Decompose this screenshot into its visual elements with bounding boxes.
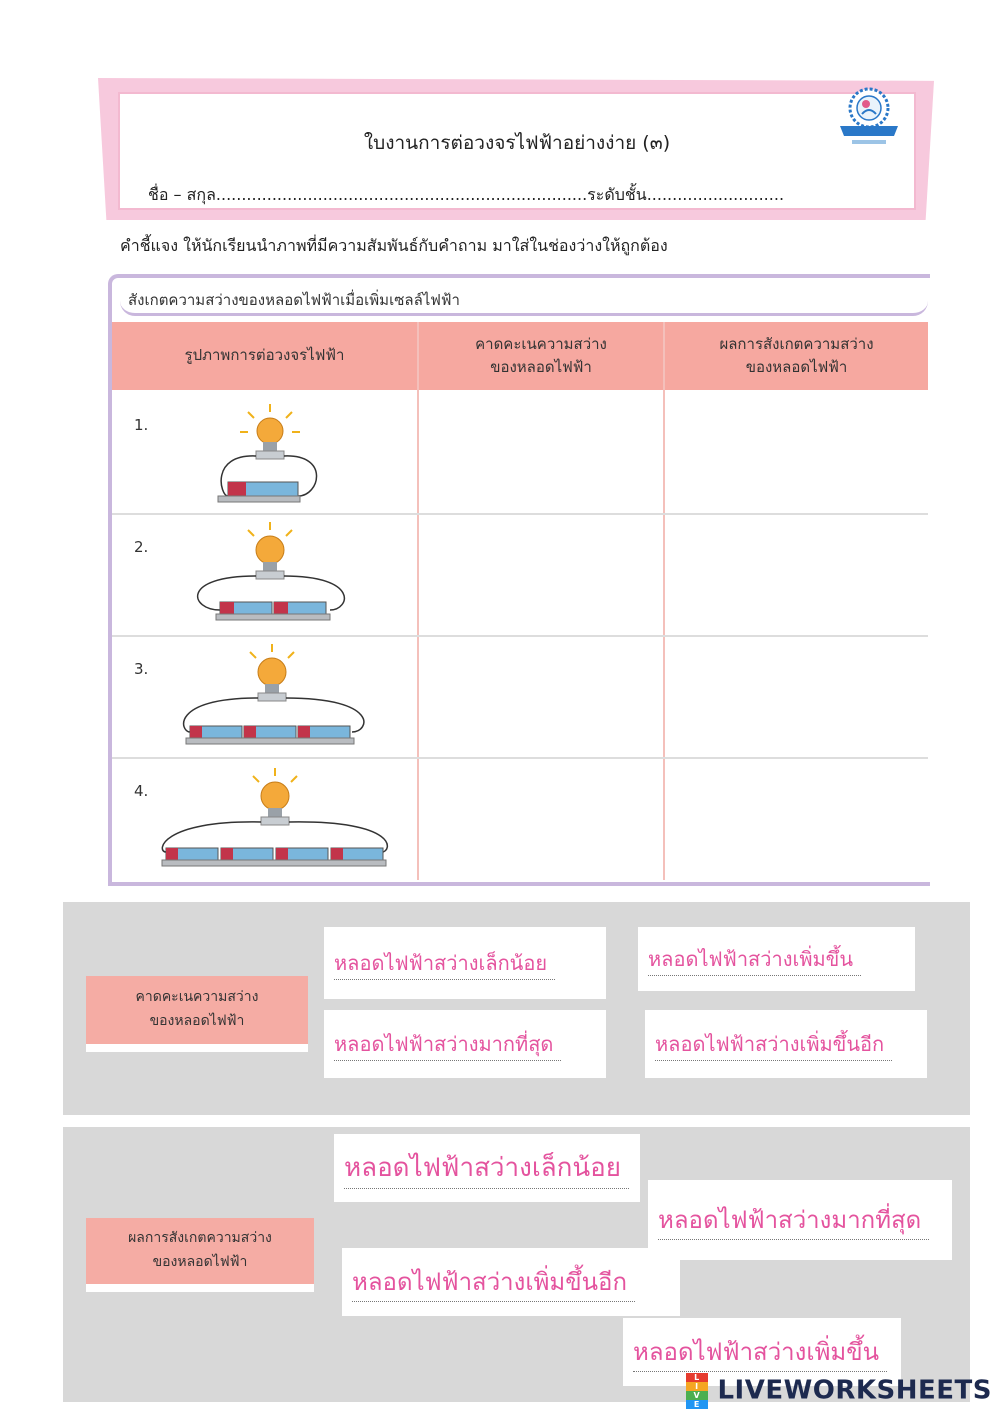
row-number: 1. — [134, 416, 149, 434]
header-box — [118, 92, 916, 210]
column-header-circuit-image: รูปภาพการต่อวงจรไฟฟ้า — [112, 322, 417, 390]
prediction-zone-label: คาดคะเนความสว่าง ของหลอดไฟฟ้า — [86, 976, 308, 1052]
activity-title: สังเกตความสว่างของหลอดไฟฟ้าเมื่อเพิ่มเซล… — [120, 286, 928, 316]
name-and-grade-line: ชื่อ – สกุล.............................… — [148, 185, 785, 204]
school-logo-icon — [840, 87, 898, 144]
instruction-text: คำชี้แจง ให้นักเรียนนำภาพที่มีความสัมพัน… — [120, 236, 668, 255]
observation-zone-label: ผลการสังเกตความสว่าง ของหลอดไฟฟ้า — [86, 1218, 314, 1292]
row-number: 4. — [134, 782, 149, 800]
column-header-observation: ผลการสังเกตความสว่าง ของหลอดไฟฟ้า — [665, 322, 928, 390]
observation-card-even-brighter[interactable]: หลอดไฟฟ้าสว่างเพิ่มขึ้นอีก — [342, 1248, 680, 1316]
prediction-answer-slot-1[interactable] — [421, 393, 661, 511]
observation-answer-slot-4[interactable] — [667, 761, 927, 877]
light-bulb-icon — [240, 404, 300, 460]
prediction-card-brighter[interactable]: หลอดไฟฟ้าสว่างเพิ่มขึ้น — [638, 927, 915, 991]
prediction-card-brightest[interactable]: หลอดไฟฟ้าสว่างมากที่สุด — [324, 1010, 606, 1078]
observation-card-slightly-bright[interactable]: หลอดไฟฟ้าสว่างเล็กน้อย — [334, 1134, 640, 1202]
light-bulb-icon — [247, 522, 293, 580]
observation-card-brighter[interactable]: หลอดไฟฟ้าสว่างเพิ่มขึ้น — [623, 1318, 901, 1386]
light-bulb-icon — [252, 768, 298, 826]
observation-card-brightest[interactable]: หลอดไฟฟ้าสว่างมากที่สุด — [648, 1180, 952, 1260]
observation-answer-slot-1[interactable] — [667, 393, 927, 511]
circuit-four-cells-image — [161, 768, 389, 867]
circuit-one-cell-image — [217, 404, 318, 503]
column-header-prediction: คาดคะเนความสว่าง ของหลอดไฟฟ้า — [419, 322, 663, 390]
column-divider — [417, 322, 419, 880]
row-divider — [112, 757, 928, 759]
column-divider — [663, 322, 665, 880]
row-number: 3. — [134, 660, 149, 678]
prediction-answer-slot-4[interactable] — [421, 761, 661, 877]
row-divider — [112, 513, 928, 515]
circuit-two-cells-image — [196, 522, 346, 621]
row-divider — [112, 635, 928, 637]
worksheet-title: ใบงานการต่อวงจรไฟฟ้าอย่างง่าย (๓) — [363, 132, 671, 154]
prediction-answer-slot-3[interactable] — [421, 639, 661, 755]
prediction-card-even-brighter[interactable]: หลอดไฟฟ้าสว่างเพิ่มขึ้นอีก — [645, 1010, 927, 1078]
observation-answer-slot-3[interactable] — [667, 639, 927, 755]
circuit-three-cells-image — [182, 644, 365, 745]
row-number: 2. — [134, 538, 149, 556]
prediction-answer-slot-2[interactable] — [421, 517, 661, 633]
observation-answer-slot-2[interactable] — [667, 517, 927, 633]
prediction-card-slightly-bright[interactable]: หลอดไฟฟ้าสว่างเล็กน้อย — [324, 927, 606, 999]
light-bulb-icon — [249, 644, 295, 702]
